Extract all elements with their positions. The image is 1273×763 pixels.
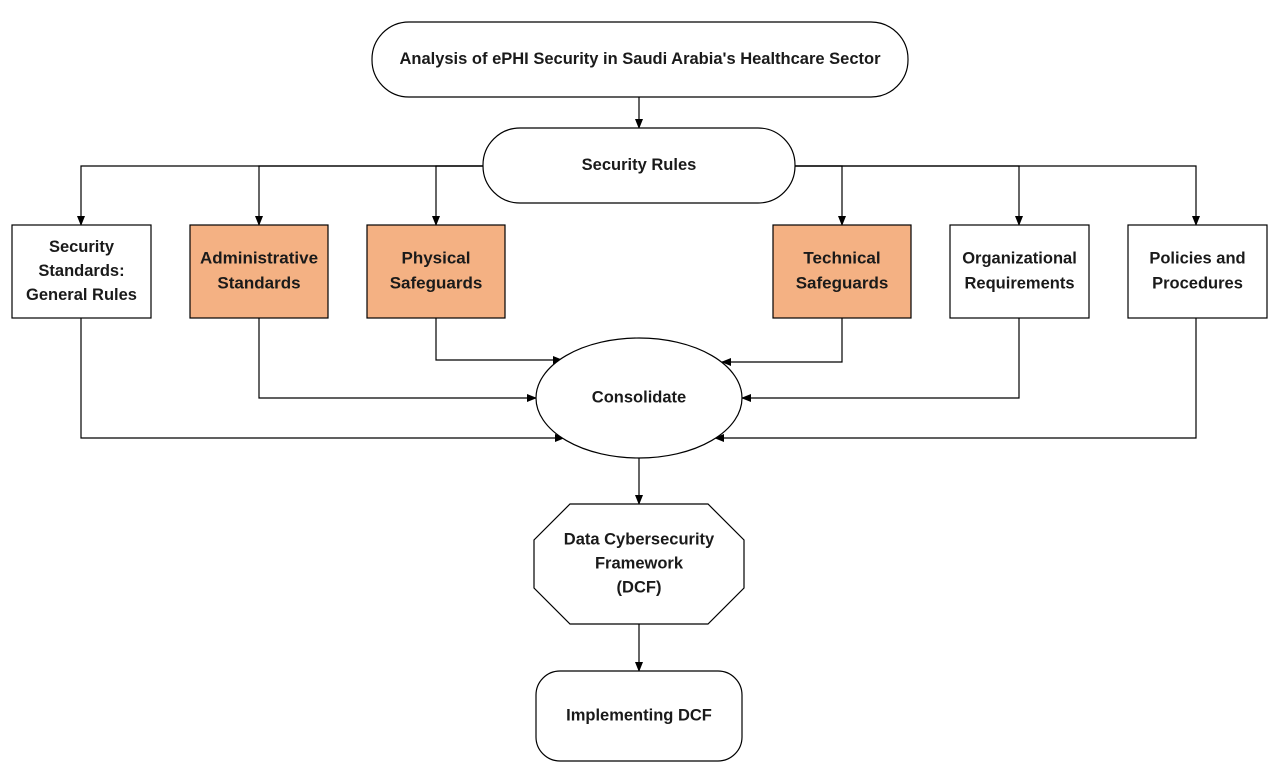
consolidate-shape xyxy=(535,337,743,459)
arrow-security-rules-to-policies xyxy=(795,165,1200,226)
physical-label-line: Safeguards xyxy=(390,273,483,292)
node-consolidate: Consolidate xyxy=(535,337,743,459)
physical-label-line: Physical xyxy=(402,248,471,267)
general-rules-label-line: General Rules xyxy=(26,286,137,304)
policies-shape xyxy=(1127,224,1268,319)
arrow-policies-to-consolidate xyxy=(714,318,1197,442)
arrow-general-rules-to-consolidate xyxy=(80,318,565,442)
general-rules-label-line: Standards: xyxy=(38,262,124,280)
consolidate-label-line: Consolidate xyxy=(592,388,686,406)
arrow-technical-to-consolidate xyxy=(721,318,843,366)
security-rules-shape xyxy=(482,127,796,204)
node-analysis: Analysis of ePHI Security in Saudi Arabi… xyxy=(371,21,909,98)
administrative-shape xyxy=(189,224,329,319)
administrative-label-line: Standards xyxy=(217,273,300,292)
arrow-security-rules-to-administrative xyxy=(255,165,483,226)
analysis-shape xyxy=(371,21,909,98)
general-rules-shape xyxy=(11,224,152,319)
dcf-label-line: (DCF) xyxy=(617,578,662,596)
security-rules-label-line: Security Rules xyxy=(582,156,697,174)
implementing-shape xyxy=(535,670,743,762)
arrow-security-rules-to-physical xyxy=(432,165,483,226)
edge-layer xyxy=(77,97,1200,672)
arrow-security-rules-to-technical xyxy=(795,165,846,226)
arrow-security-rules-to-organizational xyxy=(795,165,1023,226)
organizational-label-line: Organizational xyxy=(962,249,1077,267)
organizational-shape xyxy=(949,224,1090,319)
dcf-label-line: Framework xyxy=(595,554,684,572)
arrow-administrative-to-consolidate xyxy=(258,318,537,402)
analysis-label-line: Analysis of ePHI Security in Saudi Arabi… xyxy=(399,50,881,68)
arrow-security-rules-to-general-rules xyxy=(77,165,483,226)
technical-shape xyxy=(772,224,912,319)
general-rules-label-line: Security xyxy=(49,238,115,256)
node-security-rules: Security Rules xyxy=(482,127,796,204)
physical-shape xyxy=(366,224,506,319)
organizational-label-line: Requirements xyxy=(964,274,1074,292)
implementing-label-line: Implementing DCF xyxy=(566,706,712,724)
policies-label-line: Procedures xyxy=(1152,274,1243,292)
arrow-physical-to-consolidate xyxy=(435,318,563,364)
policies-label-line: Policies and xyxy=(1149,249,1245,267)
arrow-organizational-to-consolidate xyxy=(741,318,1020,402)
dcf-label-line: Data Cybersecurity xyxy=(564,530,715,548)
technical-label-line: Safeguards xyxy=(796,273,889,292)
administrative-label-line: Administrative xyxy=(200,248,318,267)
node-layer: Analysis of ePHI Security in Saudi Arabi… xyxy=(11,21,1268,762)
dcf-shape xyxy=(533,503,745,625)
node-implementing: Implementing DCF xyxy=(535,670,743,762)
technical-label-line: Technical xyxy=(803,248,880,267)
